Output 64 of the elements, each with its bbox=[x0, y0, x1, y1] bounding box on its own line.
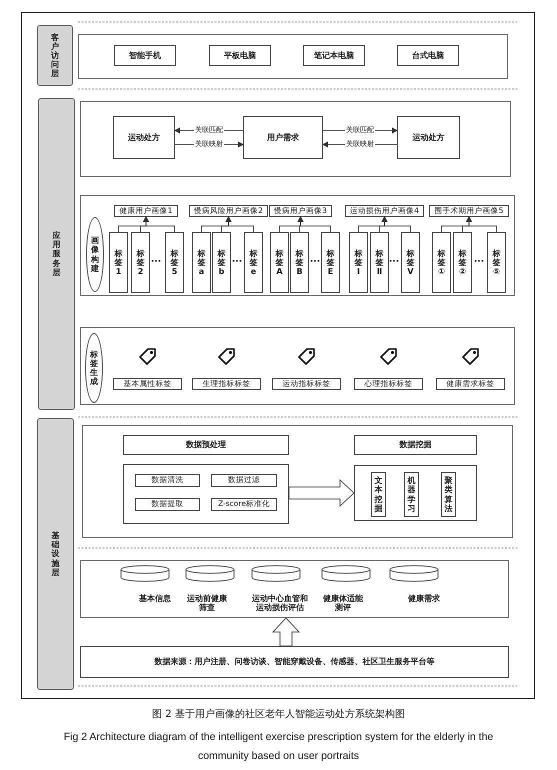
step-ellipse: 画像构建 bbox=[86, 217, 104, 292]
tag-card: 标签2 bbox=[131, 232, 150, 293]
block-arrow bbox=[288, 479, 355, 507]
process-box: 平板电脑 bbox=[209, 45, 271, 66]
caption-text: Fig 2 Architecture diagram of the intelligent exercise prescription system for the elderly in the community based on user portraits bbox=[62, 730, 494, 764]
arrow bbox=[466, 216, 497, 232]
tag-card: 标签5 bbox=[165, 232, 184, 293]
arrow bbox=[226, 216, 254, 232]
node-text: 健康需求 bbox=[406, 594, 441, 604]
tag-card: 标签Ⅰ bbox=[349, 232, 368, 293]
process-box: 台式电脑 bbox=[397, 45, 459, 66]
tag-card: 标签B bbox=[290, 232, 309, 293]
arrow bbox=[143, 216, 175, 232]
panel-frame bbox=[80, 327, 515, 405]
step-ellipse: 标签生成 bbox=[85, 333, 103, 403]
process-box: 智能手机 bbox=[114, 45, 176, 66]
panel-frame bbox=[78, 34, 508, 79]
process-box: 笔记本电脑 bbox=[303, 45, 365, 66]
process-box: 数据预处理 bbox=[123, 435, 289, 455]
ellipsis-mark: ··· bbox=[388, 257, 400, 267]
arrow bbox=[322, 128, 398, 134]
process-box: 数据挖掘 bbox=[354, 435, 477, 455]
arrow bbox=[174, 142, 244, 148]
tag-card: 标签Ⅴ bbox=[401, 232, 420, 293]
layer-tab: 客户访问层 bbox=[37, 25, 73, 86]
tag-card: 机器学习 bbox=[404, 472, 419, 517]
tag-card: 标签A bbox=[270, 232, 289, 293]
node-text: 运动中心血管和运动损伤评估 bbox=[251, 594, 309, 612]
tag-card: 标签b bbox=[212, 232, 231, 293]
panel-frame bbox=[80, 195, 515, 296]
arrow bbox=[298, 216, 331, 232]
tag-card: 标签1 bbox=[109, 232, 128, 293]
arrow bbox=[322, 142, 398, 148]
node-text: 健康体适能测评 bbox=[322, 594, 364, 612]
tag-card: 标签a bbox=[192, 232, 211, 293]
panel-frame bbox=[354, 465, 477, 521]
process-box: 运动处方 bbox=[113, 116, 175, 159]
node-text: 基本信息 bbox=[138, 594, 172, 604]
panel-frame bbox=[123, 464, 289, 524]
tag-card: 标签⑤ bbox=[487, 232, 506, 293]
tag-card: 标签① bbox=[432, 232, 451, 293]
tag-card: 文本挖掘 bbox=[371, 472, 386, 517]
ellipsis-mark: ··· bbox=[230, 257, 244, 267]
panel-frame bbox=[82, 425, 513, 538]
layer-tab: 应用服务层 bbox=[38, 98, 75, 410]
node-text: 运动前健康筛查 bbox=[186, 594, 228, 612]
arrow bbox=[382, 216, 411, 232]
tag-card: 标签e bbox=[244, 232, 263, 293]
caption-text: 图 2 基于用户画像的社区老年人智能运动处方系统架构图 bbox=[151, 708, 406, 721]
panel-frame bbox=[80, 101, 511, 177]
tag-card: 标签E bbox=[321, 232, 340, 293]
panel-frame bbox=[80, 560, 509, 618]
block-arrow bbox=[272, 617, 300, 646]
tag-card: 标签② bbox=[453, 232, 472, 293]
ellipsis-mark: ··· bbox=[308, 257, 322, 267]
arrow bbox=[174, 128, 244, 134]
tag-card: 标签Ⅱ bbox=[370, 232, 389, 293]
ellipsis-mark: ··· bbox=[472, 257, 486, 267]
process-box: 用户需求 bbox=[243, 116, 323, 159]
process-box: 数据来源：用户注册、问卷访谈、智能穿戴设备、传感器、社区卫生服务平台等 bbox=[80, 646, 509, 678]
tag-card: 聚类算法 bbox=[441, 472, 456, 517]
process-box: 运动处方 bbox=[397, 116, 460, 159]
layer-tab: 基础设施层 bbox=[37, 418, 74, 690]
ellipsis-mark: ··· bbox=[150, 257, 162, 267]
